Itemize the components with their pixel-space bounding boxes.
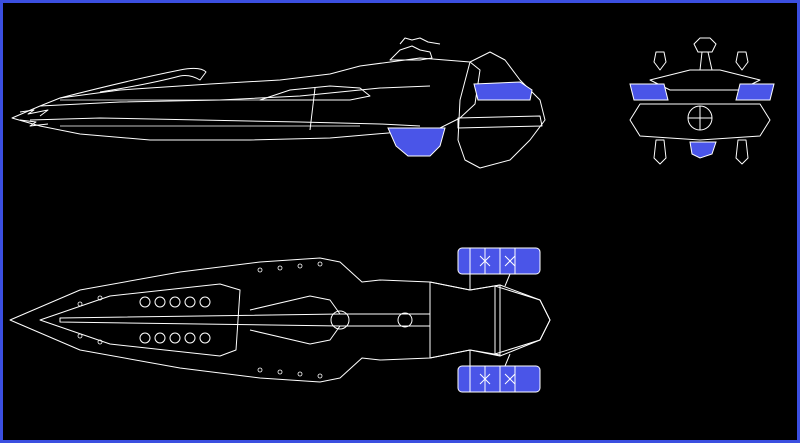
side-view — [11, 37, 546, 169]
top-view — [9, 247, 551, 393]
front-main-body — [629, 103, 771, 141]
top-pod-struts — [469, 273, 511, 367]
front-mast — [693, 37, 717, 71]
front-pylon-right-bottom — [735, 139, 749, 165]
top-launch-tubes — [139, 296, 211, 344]
front-ventral-pod — [689, 141, 717, 159]
top-engine-housing — [429, 281, 501, 359]
front-upper-wing — [649, 69, 761, 91]
side-deck-line — [39, 85, 431, 107]
side-keel-line — [29, 117, 421, 127]
side-dorsal-fin — [59, 67, 207, 99]
front-pylon-left-top — [653, 51, 667, 71]
side-engine-band — [457, 115, 543, 129]
launch-tube — [169, 332, 181, 344]
top-hull-studs — [77, 261, 323, 379]
launch-tube — [139, 296, 151, 308]
front-engine-left — [629, 83, 669, 101]
front-engine-right — [735, 83, 775, 101]
side-canopy — [259, 85, 371, 101]
side-antenna — [399, 37, 441, 45]
front-pylon-left-bottom — [653, 139, 667, 165]
launch-tube — [154, 332, 166, 344]
top-engine-pod-lower — [457, 365, 541, 393]
launch-tube — [184, 296, 196, 308]
top-inner-outline — [39, 283, 241, 357]
engine-pod-marks — [479, 373, 516, 385]
top-engine-pod-upper — [457, 247, 541, 275]
top-central-hub — [330, 310, 350, 330]
top-hull-outline — [9, 257, 551, 383]
side-forward-teeth — [19, 109, 49, 127]
front-core-cross — [688, 106, 712, 130]
side-engine-intake — [473, 81, 533, 101]
launch-tube — [139, 332, 151, 344]
engine-pod — [457, 247, 541, 275]
launch-tube — [169, 296, 181, 308]
side-panel-seam — [309, 87, 316, 131]
side-bridge-tower — [389, 45, 433, 61]
side-engine-nacelle — [457, 51, 546, 169]
top-engine-block — [494, 285, 551, 355]
engine-pod — [457, 365, 541, 393]
front-pylon-right-top — [735, 51, 749, 71]
side-ventral-pod — [387, 127, 446, 157]
top-x-frame — [249, 295, 341, 345]
launch-tube — [154, 296, 166, 308]
top-rear-hub — [397, 312, 413, 328]
top-spine — [59, 313, 431, 327]
launch-tube — [199, 332, 211, 344]
launch-tube — [199, 296, 211, 308]
side-stud-row — [60, 99, 360, 127]
side-hull-outline — [11, 57, 481, 141]
launch-tube — [184, 332, 196, 344]
engine-pod-marks — [479, 255, 516, 267]
front-view — [629, 37, 775, 165]
